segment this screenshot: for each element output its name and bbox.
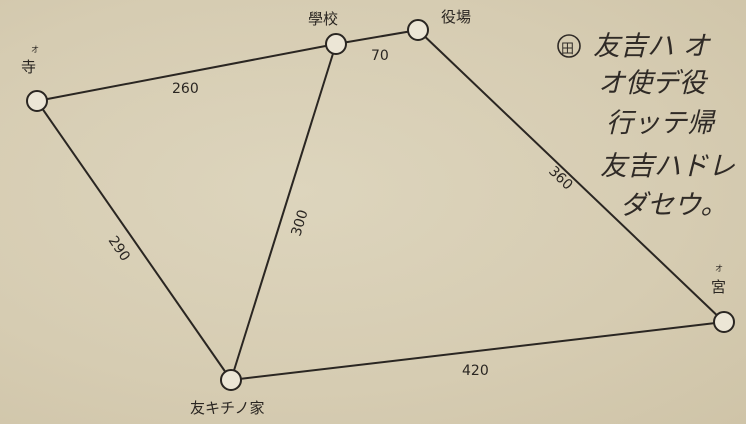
dist-tera-tomokichi: 290: [105, 233, 133, 264]
node-tomokichi-label: 友キチノ家: [190, 399, 265, 417]
handwritten-line-1: 友吉ハ オ: [593, 31, 712, 62]
handwritten-mark-circle: [557, 34, 581, 58]
node-tera-label: 寺: [21, 58, 36, 76]
node-tera-prefix: オ: [31, 45, 39, 54]
node-tera: [26, 90, 48, 112]
dist-gakko-yakuba: 70: [371, 48, 389, 64]
node-miya-label: 宮: [711, 278, 726, 296]
dist-yakuba-miya: 360: [545, 163, 575, 193]
node-miya-prefix: オ: [715, 264, 723, 273]
edge-gakko-tomokichi: [230, 43, 337, 381]
node-miya: [713, 311, 735, 333]
node-gakko: [325, 33, 347, 55]
edge-tomokichi-miya: [230, 321, 725, 381]
dist-tomokichi-miya: 420: [462, 363, 489, 379]
handwritten-line-2: オ使デ役: [598, 68, 709, 99]
node-gakko-label: 學校: [308, 10, 338, 28]
edge-tera-tomokichi: [36, 100, 232, 381]
edge-gakko-yakuba: [335, 29, 419, 45]
handwritten-mark: 田: [561, 42, 574, 57]
handwritten-line-4: 友吉ハドレ: [600, 151, 735, 182]
handwritten-line-5: ダセウ。: [620, 190, 727, 221]
node-tomokichi: [220, 369, 242, 391]
dist-tera-gakko: 260: [172, 81, 199, 97]
edge-tera-gakko: [36, 43, 337, 102]
node-yakuba-label: 役場: [441, 8, 471, 26]
dist-gakko-tomokichi: 300: [289, 208, 312, 238]
handwritten-note: 田 友吉ハ オ オ使デ役 行ッテ帰 友吉ハドレ ダセウ。: [557, 31, 735, 221]
handwritten-line-3: 行ッテ帰: [606, 108, 716, 139]
edge-yakuba-miya: [417, 29, 725, 323]
node-yakuba: [407, 19, 429, 41]
